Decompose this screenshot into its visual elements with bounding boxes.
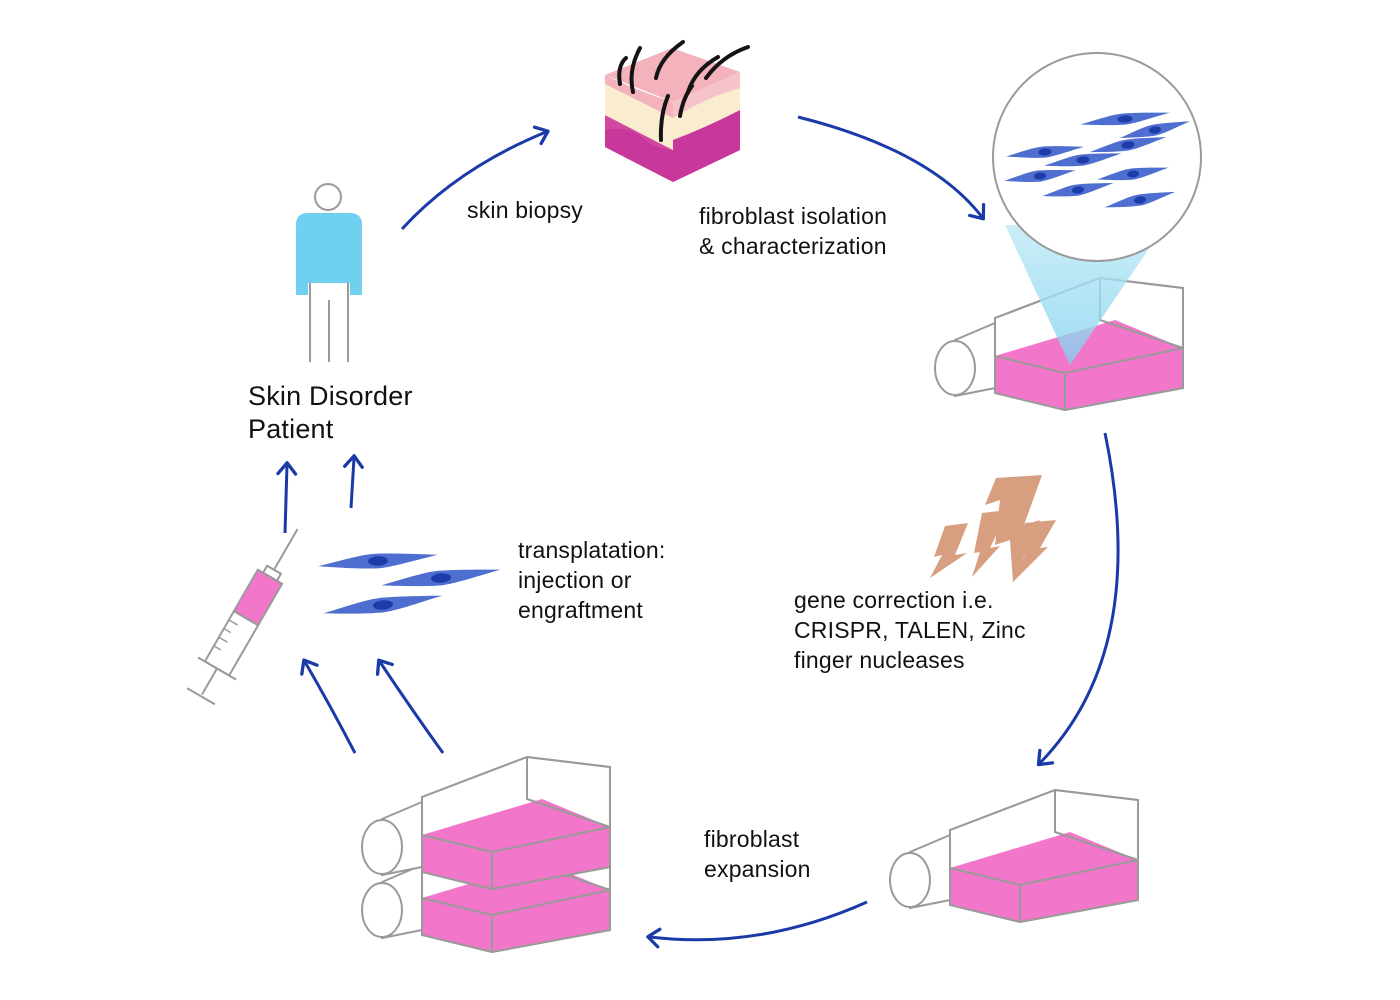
arrow-up-left-2: [375, 658, 445, 754]
microscope-beam: [1005, 225, 1165, 365]
person-icon: [296, 183, 362, 362]
transplant-label: transplatation: injection or engraftment: [518, 537, 666, 623]
arrow-to-patient-1: [276, 461, 298, 534]
culture-flask-icon: [361, 756, 611, 890]
arrow-to-patient-2: [343, 454, 364, 509]
isolation-label: fibroblast isolation & characterization: [699, 203, 888, 259]
gene-correction-label: gene correction i.e. CRISPR, TALEN, Zinc…: [794, 587, 1026, 673]
lightning-icon: [930, 475, 1056, 583]
culture-flask-icon: [889, 789, 1139, 923]
patient-label: Skin Disorder Patient: [248, 381, 413, 444]
arrow-to-expansion: [646, 900, 868, 949]
skin-tissue-icon: [605, 40, 750, 182]
fibroblast-cell-icon: [317, 551, 502, 618]
arrow-to-biopsy: [400, 125, 550, 231]
arrow-to-gene-correction: [1036, 432, 1120, 767]
arrow-up-left-1: [300, 658, 357, 754]
arrow-to-isolation: [797, 115, 986, 221]
biopsy-label: skin biopsy: [467, 197, 583, 223]
expansion-label: fibroblast expansion: [704, 826, 811, 882]
microscope-view-icon: [992, 52, 1202, 262]
syringe-icon: [186, 528, 299, 706]
